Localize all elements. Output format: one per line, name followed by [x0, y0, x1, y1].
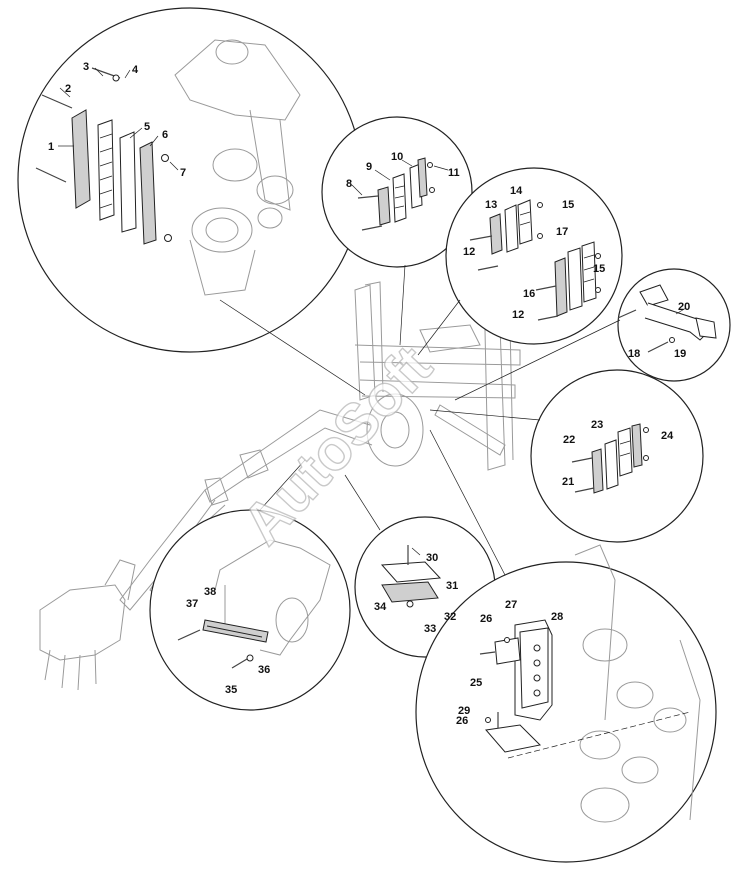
callout: 4 — [132, 64, 139, 76]
callout-labels: 1 2 3 4 5 6 7 8 9 10 11 12 12 13 14 15 1… — [48, 61, 690, 727]
detail-circle-25-29 — [415, 429, 717, 863]
callout: 29 — [458, 705, 470, 717]
guide-block-5 — [97, 119, 115, 221]
callout: 2 — [65, 83, 71, 95]
detail-circle-21-24 — [429, 369, 704, 543]
callout: 13 — [485, 199, 497, 211]
callout: 30 — [426, 552, 438, 564]
callout: 5 — [144, 121, 150, 133]
callout: 26 — [480, 613, 492, 625]
wear-plate-1 — [71, 109, 91, 209]
callout: 35 — [225, 684, 237, 696]
callout: 20 — [678, 301, 690, 313]
callout: 10 — [391, 151, 403, 163]
callout: 7 — [180, 167, 186, 179]
callout: 19 — [674, 348, 686, 360]
callout: 18 — [628, 348, 640, 360]
callout: 12 — [463, 246, 475, 258]
callout: 15 — [562, 199, 574, 211]
callout: 14 — [510, 185, 523, 197]
callout: 26 — [456, 715, 468, 727]
callout: 12 — [512, 309, 524, 321]
callout: 37 — [186, 598, 198, 610]
callout: 6 — [162, 129, 168, 141]
callout: 17 — [556, 226, 568, 238]
guide-block-6 — [119, 131, 157, 245]
callout: 3 — [83, 61, 89, 73]
callout: 15 — [593, 263, 605, 275]
callout: 38 — [204, 586, 216, 598]
detail-circle-12-17 — [417, 167, 623, 356]
callout: 21 — [562, 476, 574, 488]
callout: 22 — [563, 434, 575, 446]
callout: 24 — [661, 430, 674, 442]
callout: 34 — [374, 601, 387, 613]
detail-circle-top-left — [17, 7, 366, 396]
nuts-7 — [112, 74, 172, 242]
callout: 9 — [366, 161, 372, 173]
callout: 25 — [470, 677, 482, 689]
callout: 8 — [346, 178, 352, 190]
callout: 11 — [448, 167, 460, 179]
callout: 31 — [446, 580, 458, 592]
callout: 23 — [591, 419, 603, 431]
callout: 32 — [444, 611, 456, 623]
detail-circle-35-38 — [149, 459, 351, 711]
detail-circle-18-20 — [454, 268, 731, 401]
callout: 28 — [551, 611, 563, 623]
callout: 36 — [258, 664, 270, 676]
callout: 27 — [505, 599, 517, 611]
callout: 33 — [424, 623, 436, 635]
callout: 16 — [523, 288, 535, 300]
detail-circle-8-11 — [321, 116, 473, 346]
callout: 1 — [48, 141, 54, 153]
